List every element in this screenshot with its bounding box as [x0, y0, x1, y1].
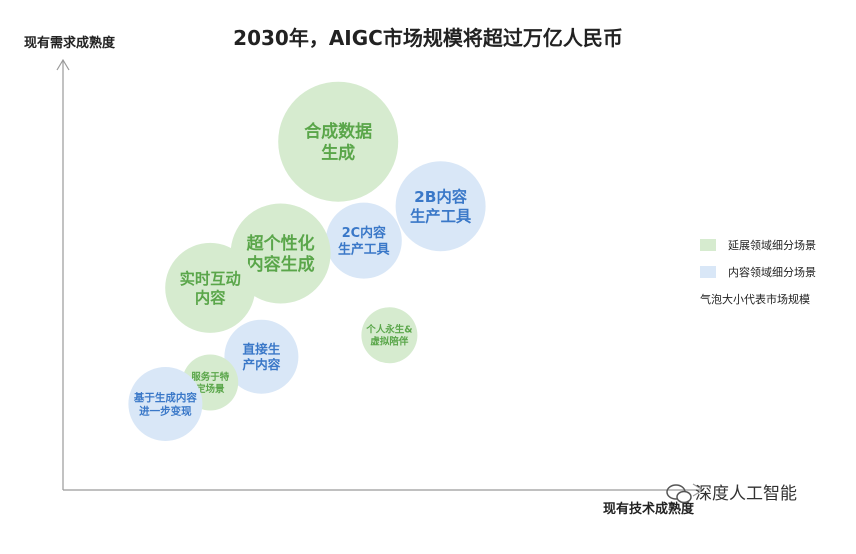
bubble-layer: 合成数据生成2B内容生产工具2C内容生产工具超个性化内容生成实时互动内容个人永生…	[128, 81, 486, 441]
legend-note: 气泡大小代表市场规模	[700, 292, 810, 306]
bubble-label: 基于生成内容进一步变现	[133, 391, 197, 417]
bubble-label-line: 进一步变现	[139, 404, 192, 417]
bubble-label-line: 超个性化	[247, 233, 315, 254]
bubble-label-line: 内容	[195, 289, 226, 307]
bubble-label: 实时互动内容	[180, 270, 241, 307]
bubble-content	[128, 367, 203, 441]
bubble-label: 合成数据生成	[304, 121, 372, 163]
bubble-content	[325, 202, 402, 279]
bubble-extended	[361, 307, 418, 364]
bubble-label-line: 生产工具	[338, 241, 390, 257]
bubble-label: 2C内容生产工具	[338, 225, 390, 257]
bubble-extended	[278, 81, 399, 202]
bubble-content	[224, 319, 299, 394]
bubble-label-line: 服务于特	[191, 371, 230, 383]
bubble-label-line: 虚拟陪伴	[370, 336, 409, 348]
bubble-label-line: 生成	[321, 142, 355, 163]
x-axis-arrow	[692, 483, 705, 497]
chart-title: 2030年，AIGC市场规模将超过万亿人民币	[233, 26, 623, 50]
bubble-label-line: 个人永生&	[365, 324, 412, 336]
legend-swatch-extended	[700, 239, 716, 251]
bubble-label-line: 直接生	[243, 341, 281, 356]
x-axis-label: 现有技术成熟度	[603, 501, 695, 517]
bubble-label: 个人永生&虚拟陪伴	[365, 324, 412, 348]
legend-swatch-content	[700, 266, 716, 278]
bubble-extended	[230, 203, 331, 304]
bubble-label-line: 合成数据	[304, 121, 372, 142]
bubble-label-line: 2B内容	[414, 188, 468, 206]
bubble-label: 超个性化内容生成	[247, 233, 315, 275]
legend-label-content: 内容领域细分场景	[728, 265, 816, 279]
bubble-label-line: 生产工具	[410, 207, 472, 225]
bubble-content	[395, 161, 486, 252]
legend-label-extended: 延展领域细分场景	[728, 238, 816, 252]
wechat-logo-icon	[666, 484, 692, 504]
bubble-label-line: 实时互动	[180, 270, 241, 288]
bubble-extended	[165, 242, 256, 333]
y-axis-label: 现有需求成熟度	[24, 35, 116, 51]
y-axis-arrow	[56, 58, 70, 71]
bubble-label: 服务于特定场景	[191, 371, 230, 395]
bubble-label-line: 产内容	[243, 357, 281, 372]
bubble-label-line: 定场景	[195, 383, 225, 395]
legend: 延展领域细分场景 内容领域细分场景 气泡大小代表市场规模	[700, 238, 816, 306]
bubble-label-line: 内容生成	[247, 254, 315, 275]
bubble-label: 直接生产内容	[243, 341, 281, 372]
watermark: 深度人工智能	[666, 484, 797, 504]
bubble-label-line: 2C内容	[342, 225, 386, 241]
bubble-label: 2B内容生产工具	[410, 188, 472, 225]
watermark-text: 深度人工智能	[695, 484, 797, 504]
bubble-label-line: 基于生成内容	[133, 391, 197, 404]
